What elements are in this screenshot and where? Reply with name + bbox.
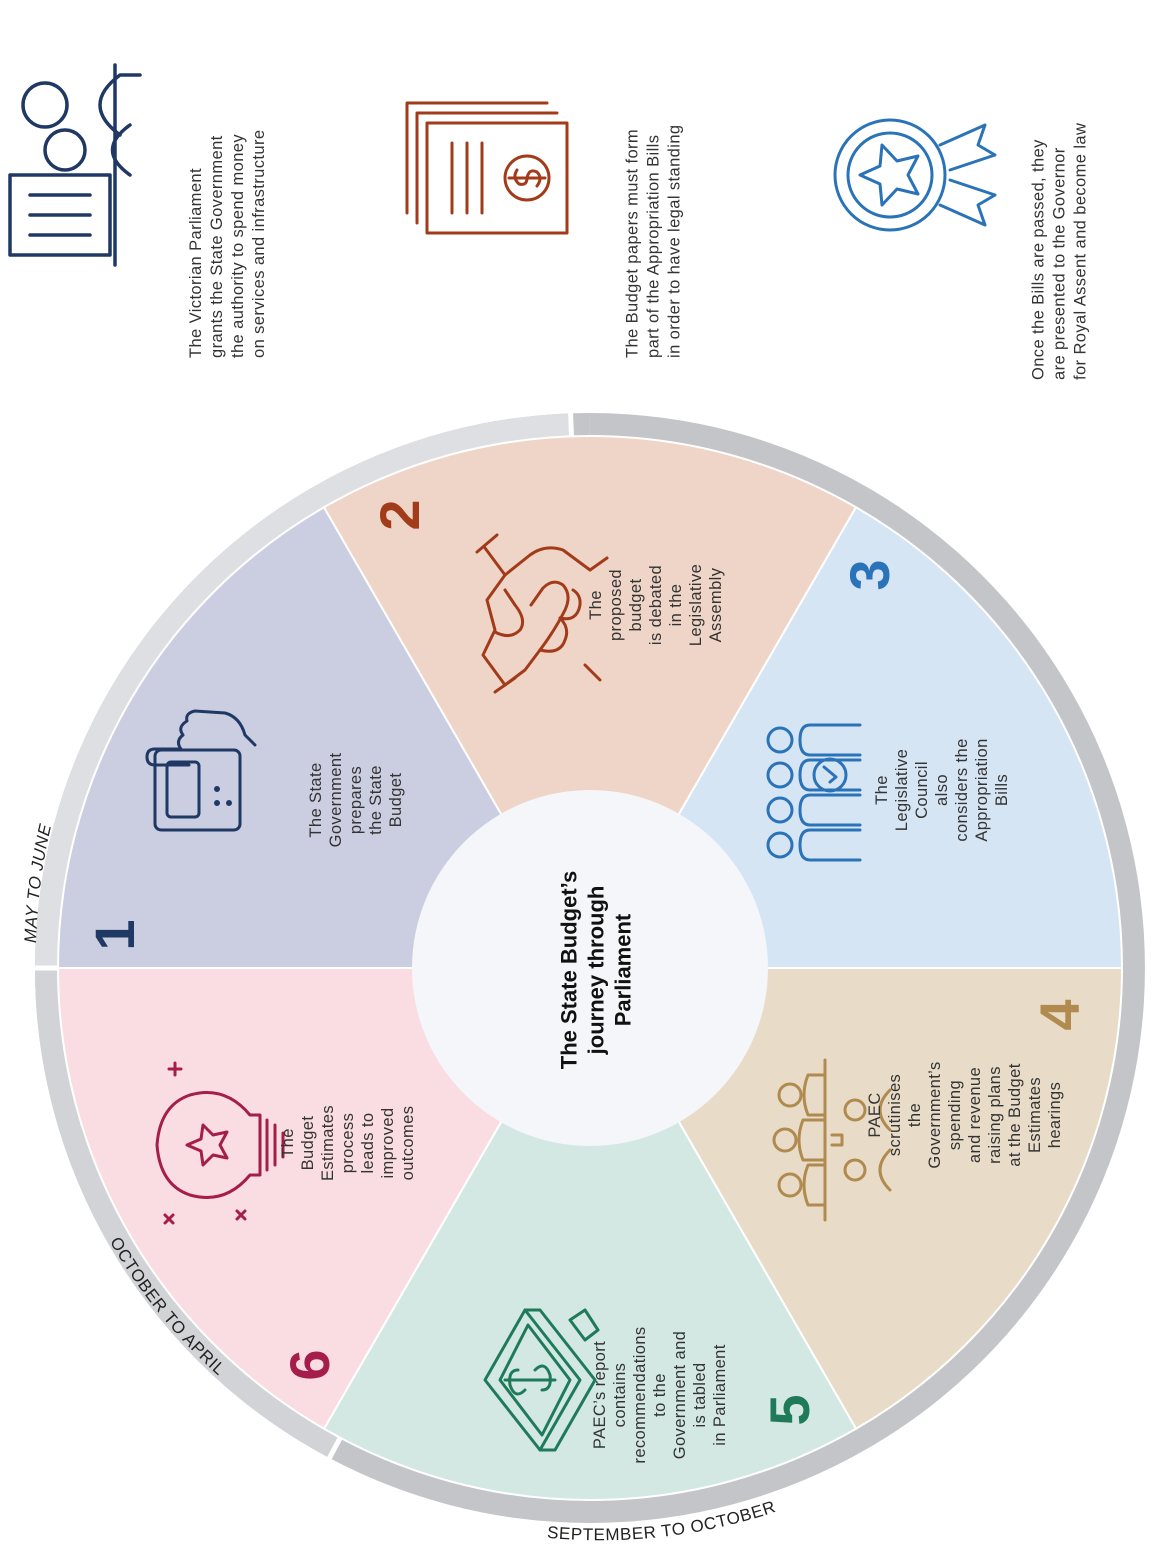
period-ring [33, 411, 1145, 1523]
side-note-text-3: Once the Bills are passed, they are pres… [1029, 122, 1090, 380]
award-badge-icon [833, 118, 997, 232]
segment-text-3: The Legislative Council also considers t… [873, 738, 1011, 842]
touchscreen-hand-icon [145, 709, 257, 832]
segment-number-5: 5 [758, 1394, 821, 1426]
handshake-icon [475, 533, 609, 694]
segment-number-2: 2 [368, 499, 431, 531]
segment-text-5: PAEC’s report contains recommendations t… [591, 1326, 729, 1464]
ring-separator [568, 411, 574, 437]
center-title: The State Budget’s journey through Parli… [556, 870, 636, 1070]
ring-separator [326, 1436, 343, 1461]
segment-text-4: PAEC scrutinises the Government’s spendi… [866, 1061, 1064, 1169]
side-note-text-2: The Budget papers must form part of the … [623, 124, 684, 358]
money-stack-icon [483, 1308, 600, 1452]
segment-number-3: 3 [838, 559, 901, 591]
lightbulb-star-icon [155, 1061, 285, 1225]
council-members-icon [766, 723, 862, 862]
parliament-building-icon [8, 63, 142, 267]
segment-text-6: The Budget Estimates process leads to im… [279, 1104, 417, 1182]
segment-text-1: The State Government prepares the State … [307, 752, 405, 848]
segment-number-4: 4 [1028, 999, 1091, 1031]
segment-text-2: The proposed budget is debated in the Le… [587, 563, 725, 647]
budget-document-icon [405, 101, 569, 235]
ring-band-sep-oct [35, 968, 341, 1459]
segment-number-1: 1 [83, 919, 146, 951]
segment-number-6: 6 [278, 1349, 341, 1381]
side-note-text-1: The Victorian Parliament grants the Stat… [187, 129, 268, 358]
hearing-panel-icon [772, 1058, 892, 1222]
center-disc [412, 790, 768, 1146]
